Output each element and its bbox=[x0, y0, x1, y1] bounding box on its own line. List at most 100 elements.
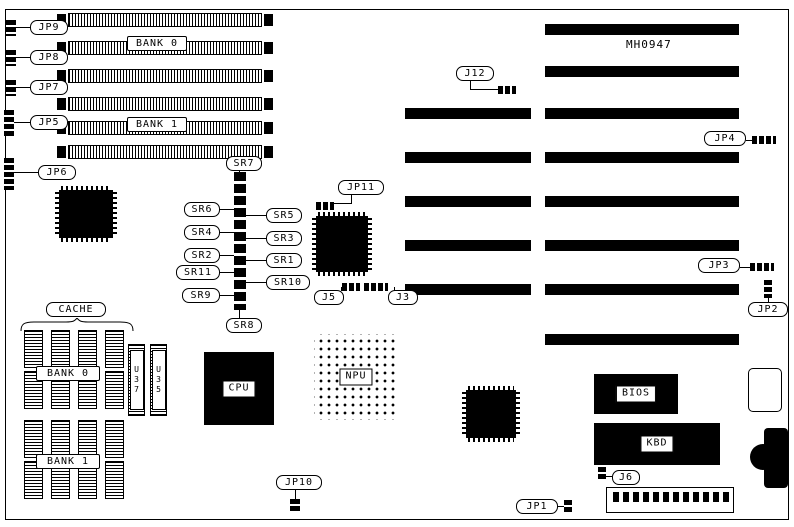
j3-label: J3 bbox=[388, 290, 418, 305]
simm-endcap bbox=[264, 98, 273, 110]
j12-leader-h bbox=[470, 89, 498, 90]
sr11-label: SR11 bbox=[176, 265, 220, 280]
jp11-label: JP11 bbox=[338, 180, 384, 195]
simm-slot-6 bbox=[57, 144, 273, 160]
j5-label: J5 bbox=[314, 290, 344, 305]
sr3-leader bbox=[246, 238, 266, 239]
qfp-die bbox=[466, 390, 516, 438]
jp8-leader bbox=[16, 57, 30, 58]
j3-header bbox=[364, 283, 388, 291]
sr4-label: SR4 bbox=[184, 225, 220, 240]
j6-header bbox=[598, 467, 606, 481]
npu-socket: NPU bbox=[314, 334, 398, 420]
board-outline bbox=[5, 9, 789, 520]
jp2-leader bbox=[768, 298, 769, 302]
jp1-header bbox=[564, 500, 572, 514]
jp5-leader bbox=[14, 122, 30, 123]
isa-slot-16bit-ext bbox=[405, 240, 531, 251]
isa-slot bbox=[545, 196, 739, 207]
cache-bank1-label: BANK 1 bbox=[36, 454, 100, 469]
jp7-leader bbox=[16, 87, 30, 88]
sram-chip bbox=[105, 461, 124, 499]
sram-chip bbox=[24, 461, 43, 499]
u37-chip: U37 bbox=[128, 344, 145, 416]
sram-chip bbox=[51, 420, 70, 458]
sr1-label: SR1 bbox=[266, 253, 302, 268]
sr9-label: SR9 bbox=[182, 288, 220, 303]
qfp-pins bbox=[318, 212, 366, 216]
simm-endcap bbox=[57, 42, 66, 54]
sr2-leader bbox=[220, 255, 234, 256]
sr1-leader bbox=[246, 260, 266, 261]
u35-chip: U35 bbox=[150, 344, 167, 416]
sram-chip bbox=[105, 371, 124, 409]
j12-header bbox=[498, 86, 516, 94]
jp5-header bbox=[4, 110, 14, 136]
sr-header-column bbox=[234, 172, 246, 310]
sr9-leader bbox=[220, 295, 234, 296]
jp5-label: JP5 bbox=[30, 115, 68, 130]
kbd-label: KBD bbox=[640, 435, 674, 453]
isa-slot bbox=[545, 284, 739, 295]
power-connector-pins bbox=[613, 492, 729, 502]
bios-chip: BIOS bbox=[594, 374, 678, 414]
sr8-label: SR8 bbox=[226, 318, 262, 333]
sr5-label: SR5 bbox=[266, 208, 302, 223]
u35-label: U35 bbox=[151, 350, 166, 410]
jp3-header bbox=[750, 263, 774, 271]
isa-slot bbox=[545, 66, 739, 77]
qfp-pins bbox=[462, 392, 466, 436]
jp4-leader bbox=[746, 140, 752, 141]
keyboard-din-bump bbox=[750, 444, 776, 470]
qfp-pins bbox=[312, 218, 316, 270]
j12-leader-v bbox=[470, 81, 471, 90]
simm-bank0-label: BANK 0 bbox=[127, 36, 187, 51]
jp1-leader bbox=[558, 506, 564, 507]
qfp-chip-upper-left bbox=[55, 186, 117, 242]
jp6-header bbox=[4, 158, 14, 190]
jp8-header bbox=[6, 50, 16, 66]
u37-label: U37 bbox=[129, 350, 144, 410]
qfp-die bbox=[316, 216, 368, 272]
sram-chip bbox=[78, 330, 97, 368]
simm-endcap bbox=[264, 42, 273, 54]
jp9-leader bbox=[16, 27, 30, 28]
jp4-header bbox=[752, 136, 776, 144]
simm-slot-1 bbox=[57, 12, 273, 28]
npu-label: NPU bbox=[339, 368, 373, 386]
sram-chip bbox=[78, 420, 97, 458]
j5-leader bbox=[341, 287, 342, 291]
qfp-pins bbox=[516, 392, 520, 436]
j6-leader bbox=[606, 476, 612, 477]
sr6-leader bbox=[220, 209, 234, 210]
jp6-label: JP6 bbox=[38, 165, 76, 180]
simm-slot-3 bbox=[57, 68, 273, 84]
jp3-leader bbox=[740, 267, 750, 268]
sr11-leader bbox=[220, 272, 234, 273]
jp11-leader-v bbox=[351, 195, 352, 204]
sram-chip bbox=[105, 420, 124, 458]
power-connector bbox=[606, 487, 734, 513]
jp7-header bbox=[6, 80, 16, 96]
qfp-pins bbox=[61, 186, 111, 190]
simm-contacts bbox=[68, 97, 262, 111]
qfp-pins bbox=[61, 238, 111, 242]
jp2-header bbox=[764, 280, 772, 298]
jp2-label: JP2 bbox=[748, 302, 788, 317]
sr10-label: SR10 bbox=[266, 275, 310, 290]
isa-slot bbox=[545, 108, 739, 119]
jp7-label: JP7 bbox=[30, 80, 68, 95]
isa-slot-16bit-ext bbox=[405, 108, 531, 119]
qfp-pins bbox=[368, 218, 372, 270]
jp9-header bbox=[6, 20, 16, 36]
simm-contacts bbox=[68, 69, 262, 83]
jp9-label: JP9 bbox=[30, 20, 68, 35]
jp4-label: JP4 bbox=[704, 131, 746, 146]
simm-endcap bbox=[57, 98, 66, 110]
sr10-leader bbox=[246, 282, 266, 283]
part-number: MH0947 bbox=[626, 38, 672, 51]
simm-endcap bbox=[57, 146, 66, 158]
sram-chip bbox=[105, 330, 124, 368]
isa-slot-16bit-ext bbox=[405, 284, 531, 295]
